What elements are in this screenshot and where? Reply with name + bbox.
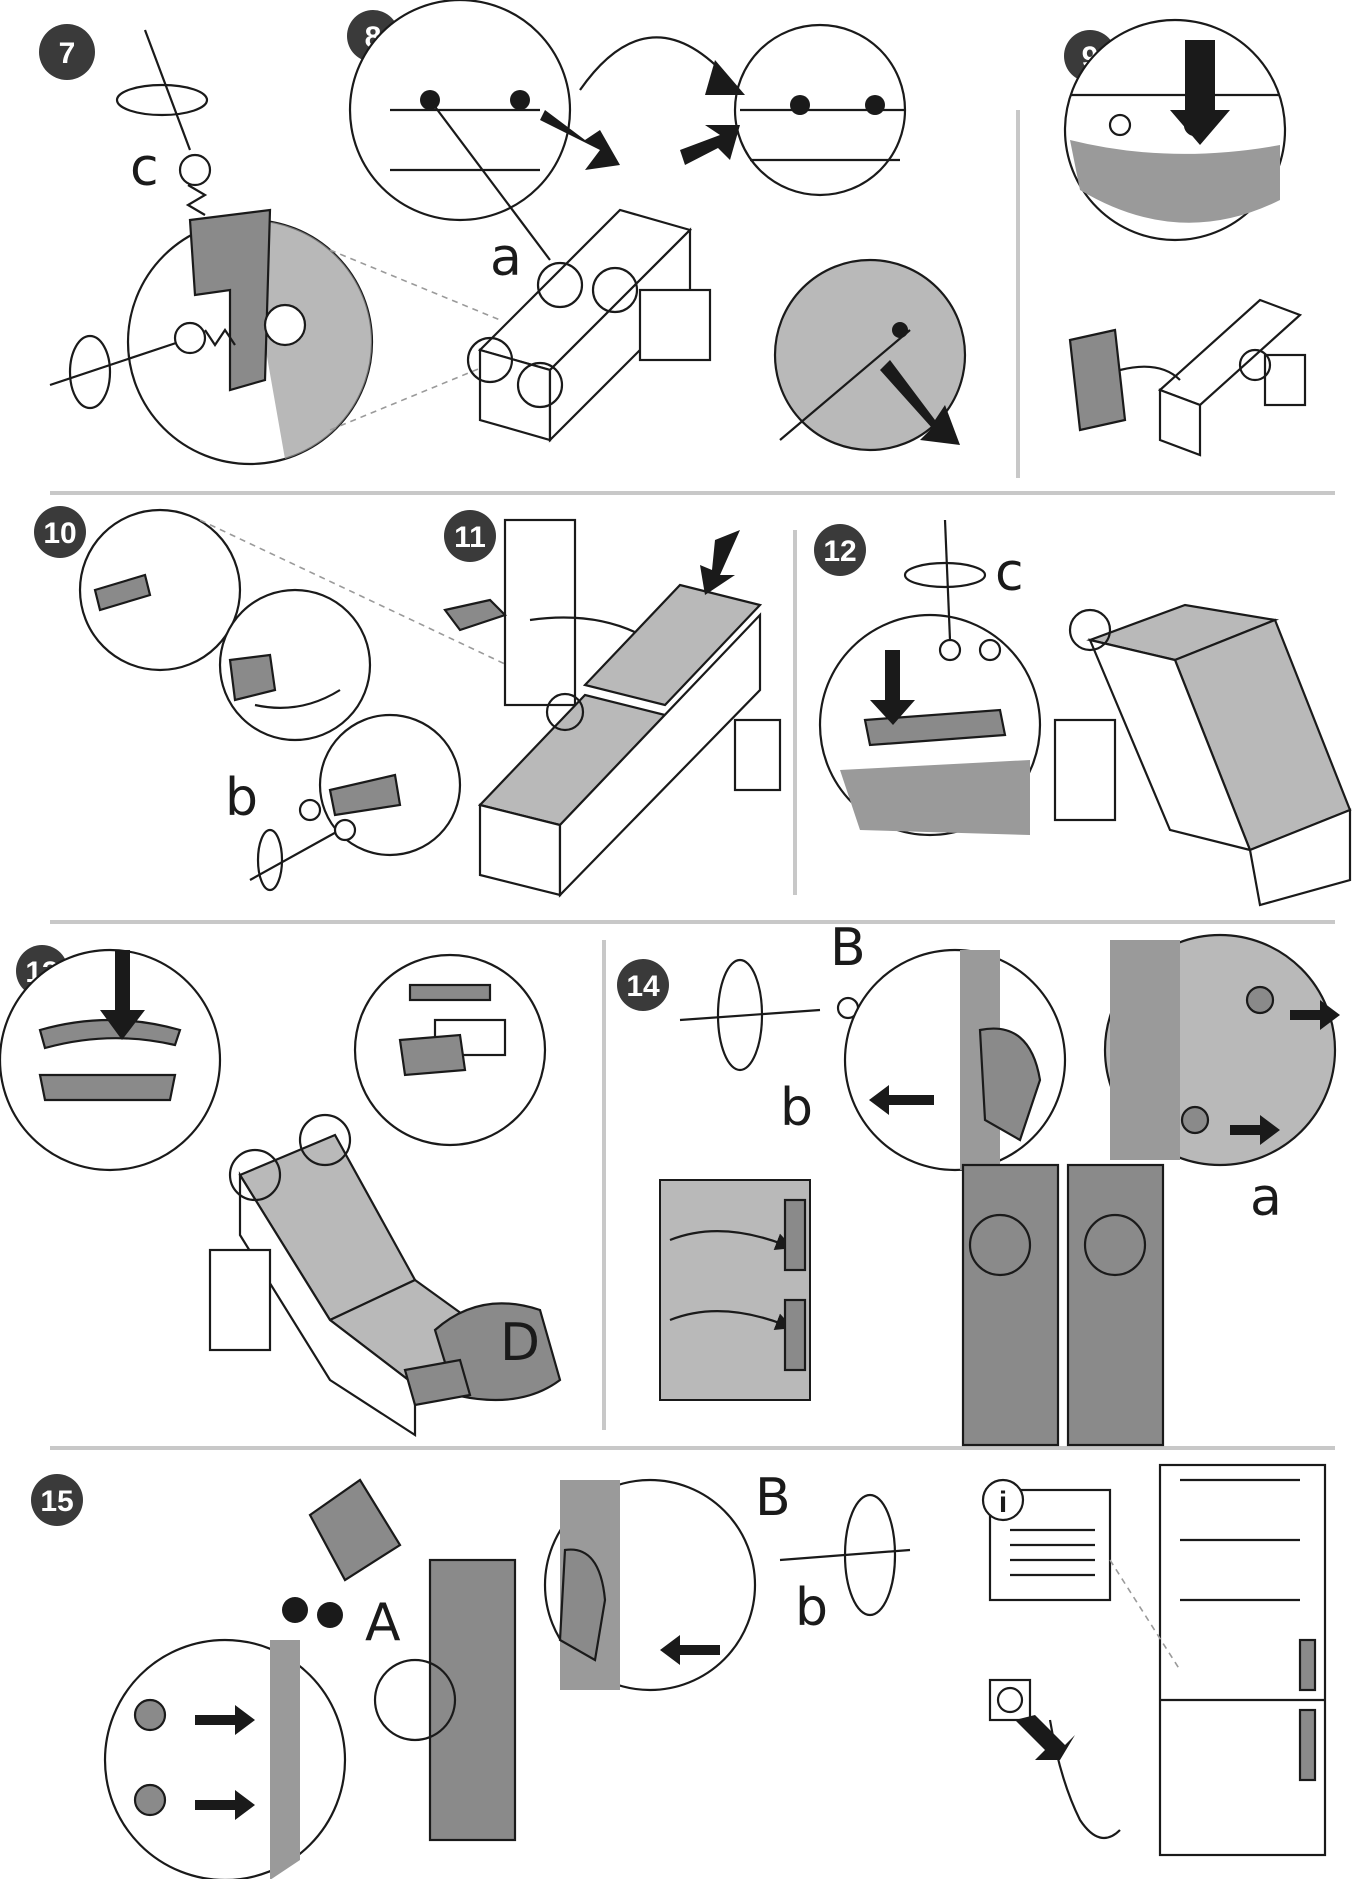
step-8-label-a: a — [490, 228, 522, 288]
curved-arrow-icon — [579, 36, 731, 91]
step-15-label-b: b — [795, 1578, 828, 1638]
magnifier-circle — [78, 508, 242, 672]
step-10-badge: 10 — [34, 506, 86, 558]
power-socket-icon — [988, 1678, 1032, 1722]
push-arrow-icon — [1170, 40, 1230, 145]
step-7-label-c: c — [130, 138, 159, 198]
step-7-badge: 7 — [39, 24, 95, 80]
magnifier-circle-left — [0, 948, 222, 1172]
step-12: 12 c — [814, 519, 1352, 907]
step-9: 9 — [1063, 18, 1307, 457]
cover-plate — [1068, 328, 1127, 432]
step-12-label-c: c — [995, 543, 1024, 603]
fridge-side — [428, 1558, 517, 1842]
step-14-label-a: a — [1250, 1168, 1282, 1228]
accessory-bag — [308, 1478, 402, 1582]
step-14-label-b: b — [780, 1078, 813, 1138]
hand-icon — [978, 1027, 1042, 1142]
step-13: 13 D — [0, 945, 562, 1438]
fridge-upright — [1158, 1463, 1327, 1857]
step-8: 8 a — [347, 0, 967, 452]
step-7: 7 c — [39, 24, 501, 466]
step-15-label-A: A — [365, 1593, 401, 1653]
fridge-right — [1066, 1163, 1165, 1447]
step-13-label-D: D — [500, 1313, 540, 1373]
power-plug-icon — [1048, 1719, 1121, 1840]
hinge-icon — [188, 208, 272, 392]
fridge-left — [961, 1163, 1060, 1447]
step-15: 15 A B b i — [31, 1463, 1327, 1879]
step-10-label-b: b — [225, 768, 258, 828]
magnifier-circle — [103, 1638, 347, 1879]
step-14-label-B: B — [830, 918, 866, 978]
screw-icon — [178, 153, 212, 187]
svg-text:10: 10 — [43, 517, 76, 550]
step-14-badge: 14 — [617, 959, 669, 1011]
screwdriver-icon — [143, 29, 192, 151]
door-upper — [582, 583, 763, 707]
svg-text:12: 12 — [823, 535, 856, 568]
step-11-badge: 11 — [444, 510, 496, 562]
rotation-arrow-icon — [115, 83, 209, 117]
step-15-label-B: B — [755, 1468, 791, 1528]
hinge-cover — [863, 708, 1007, 747]
step-12-badge: 12 — [814, 524, 866, 576]
svg-text:11: 11 — [454, 521, 486, 554]
svg-text:15: 15 — [40, 1485, 73, 1518]
step-14: 14 B b a — [617, 918, 1340, 1447]
step-11: 11 — [443, 510, 782, 898]
screwdriver-icon — [943, 519, 952, 641]
svg-text:7: 7 — [59, 37, 76, 70]
door-panel — [503, 518, 577, 707]
info-icon: i — [999, 1486, 1007, 1519]
step-15-badge: 15 — [31, 1474, 83, 1526]
step-10: 10 b — [34, 506, 561, 892]
accessory-bag — [433, 1302, 562, 1402]
svg-text:14: 14 — [626, 970, 660, 1003]
screwdriver-icon — [679, 1008, 821, 1022]
rating-label-icon: i — [981, 1478, 1112, 1602]
hand-icon — [558, 1548, 607, 1662]
